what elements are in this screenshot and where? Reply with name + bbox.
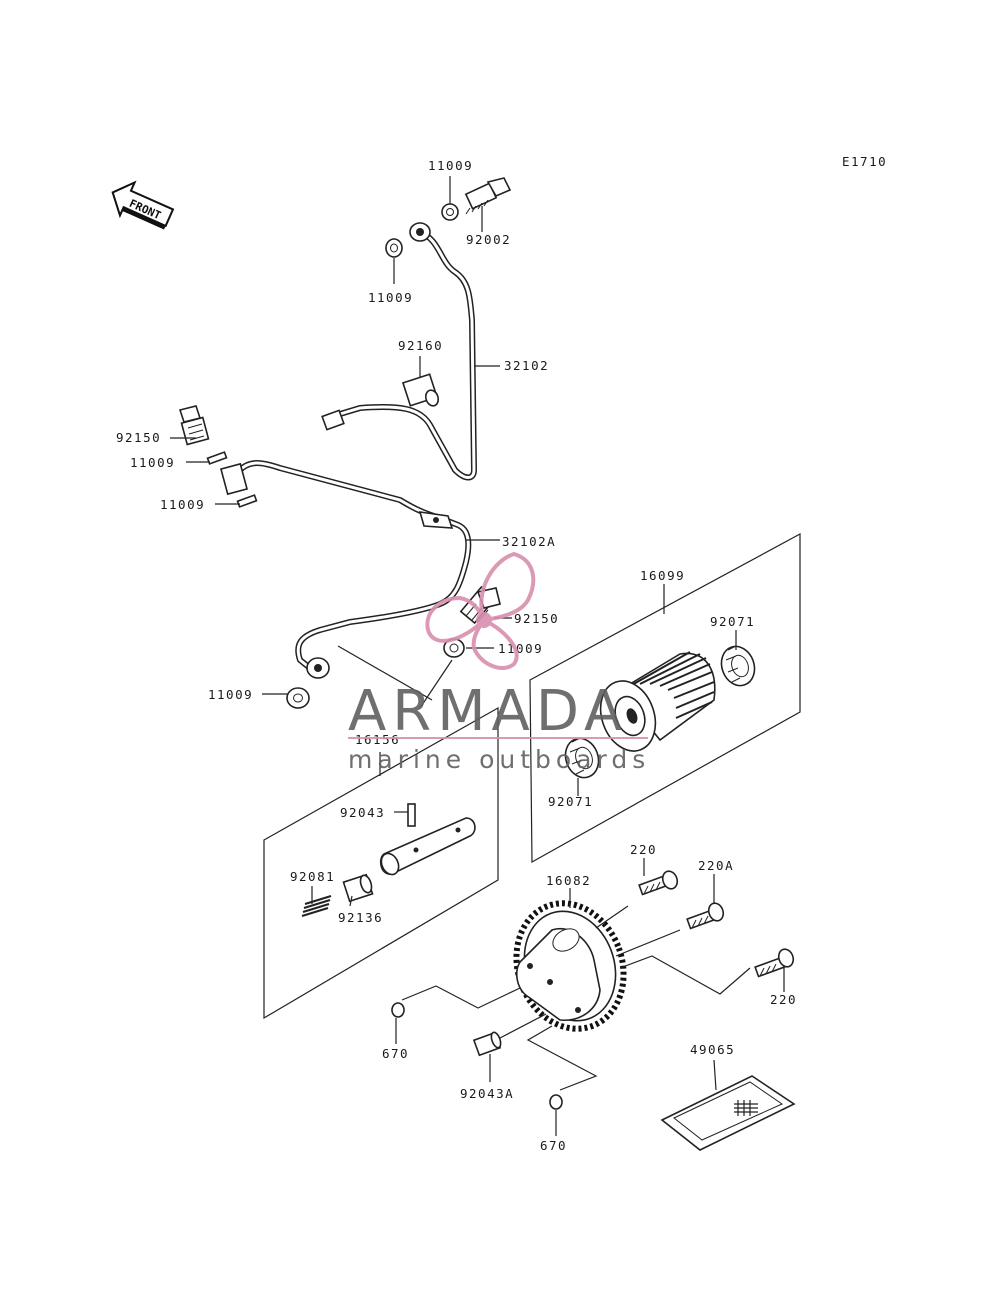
callout-92150-left: 92150 [116,430,161,445]
bolt-220-right [754,948,795,978]
bolt-220-top [638,870,679,896]
o-ring-92071-right [720,645,756,687]
relief-valve-group-box [263,706,499,1020]
washer-11009-mid-b [236,494,258,508]
callout-92136: 92136 [338,910,383,925]
watermark-tagline: marine outboards [348,745,650,774]
dowel-pin-92043a [472,1031,502,1057]
label-49065 [660,1075,796,1151]
oil-filter-group-box [529,532,801,864]
callout-670-left: 670 [382,1046,409,1061]
callout-32102: 32102 [504,358,549,373]
banjo-bolt-92150-left [178,405,210,446]
callout-92071-left: 92071 [548,794,593,809]
sleeve-92160 [401,373,440,407]
callout-92160: 92160 [398,338,443,353]
callout-16082: 16082 [546,873,591,888]
callout-92043: 92043 [340,805,385,820]
callout-11009-left: 11009 [368,290,413,305]
o-ring-92071-left [564,737,600,779]
banjo-bolt-92002 [464,177,512,215]
callout-16156: 16156 [355,732,400,747]
callout-32102a: 32102A [502,534,556,549]
callout-220-top: 220 [630,842,657,857]
watermark: ARMADA marine outboards [348,551,650,774]
washer-11009-mid-a [206,451,228,465]
callout-92002: 92002 [466,232,511,247]
pin-92043 [407,803,416,827]
callout-11009-mid-a: 11009 [130,455,175,470]
callout-11009-mid-b: 11009 [160,497,205,512]
propeller-logo-icon [425,551,536,670]
oil-pipe-32102a [219,460,472,679]
callout-670-bottom: 670 [540,1138,567,1153]
callout-92071-right: 92071 [710,614,755,629]
oil-filter-16099 [599,651,716,752]
o-ring-670-bottom [549,1094,563,1110]
callout-92081: 92081 [290,869,335,884]
watermark-brand: ARMADA [348,679,628,744]
relief-valve-shaft [379,817,476,876]
spring-92081 [301,895,332,917]
bolt-220a [686,902,725,930]
callout-11009-center: 11009 [498,641,543,656]
callout-11009-bottom: 11009 [208,687,253,702]
oil-pipe-32102 [321,222,478,481]
callout-11009-top: 11009 [428,158,473,173]
sleeve-92136 [342,873,374,903]
callout-220-right: 220 [770,992,797,1007]
callout-220a: 220A [698,858,734,873]
diagram-code: E1710 [842,154,887,169]
callout-49065: 49065 [690,1042,735,1057]
callout-92150-center: 92150 [514,611,559,626]
oil-pump-16082 [513,900,627,1032]
callout-16099: 16099 [640,568,685,583]
callout-92043a: 92043A [460,1086,514,1101]
o-ring-670-left [391,1002,405,1018]
front-arrow-icon: FRONT [111,180,175,230]
